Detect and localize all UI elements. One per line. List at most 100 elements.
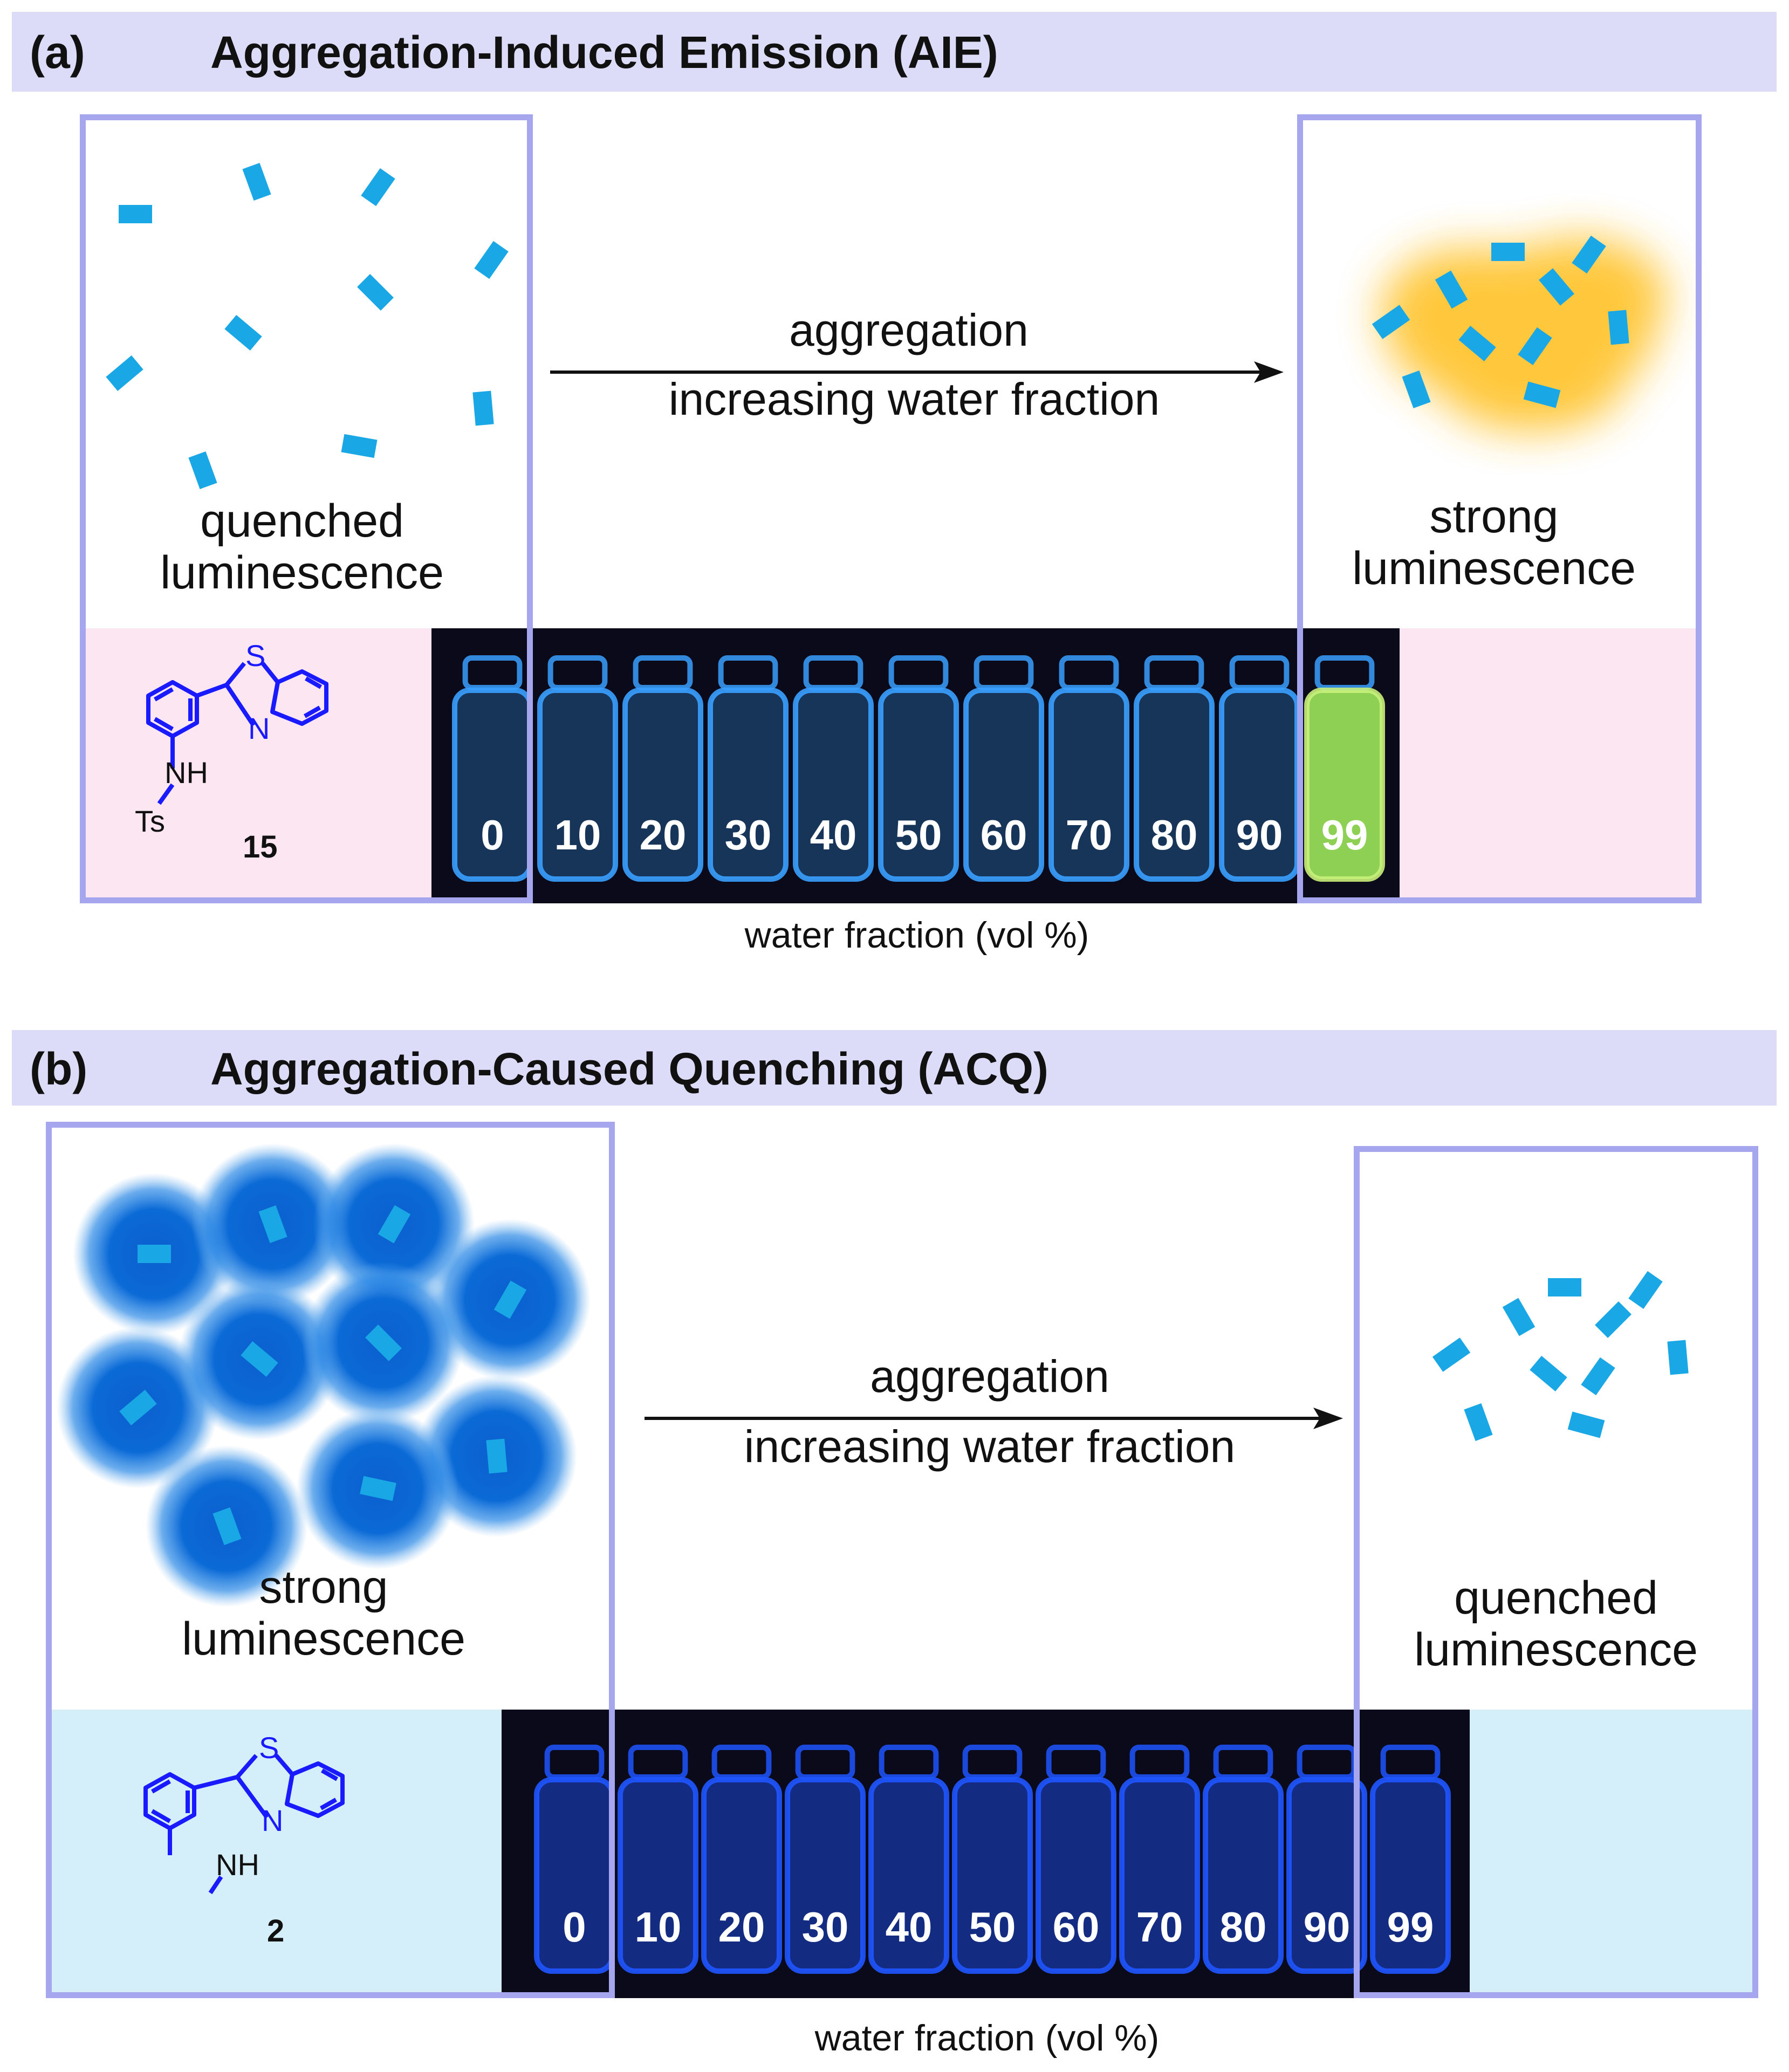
vial-body <box>1203 1777 1284 1974</box>
vial-body <box>618 1777 698 1974</box>
vial-label: 90 <box>1236 811 1283 859</box>
vial-body <box>622 688 703 882</box>
vial: 50 <box>952 1745 1033 1974</box>
compound-2-nh: NH <box>216 1848 259 1882</box>
particle <box>1595 1301 1632 1338</box>
particle <box>1432 1337 1471 1372</box>
panel-b-arrow <box>645 1408 1343 1429</box>
vial-label: 30 <box>802 1903 849 1951</box>
panel-a-axis-caption: water fraction (vol %) <box>744 915 1089 956</box>
panel-a-aggregated-particles <box>1372 235 1667 431</box>
panel-b-arrow-top-label: aggregation <box>870 1351 1109 1402</box>
vial-body <box>1119 1777 1200 1974</box>
vial: 10 <box>618 1745 698 1974</box>
vial: 70 <box>1048 655 1129 882</box>
vial-label: 0 <box>481 811 504 859</box>
vial-label: 10 <box>554 811 601 859</box>
particle <box>1572 235 1606 274</box>
particle <box>1548 1278 1581 1296</box>
vial-body <box>952 1777 1033 1974</box>
compound-15-nh: NH <box>164 756 208 790</box>
vial-label: 40 <box>810 811 857 859</box>
particle <box>1435 270 1468 309</box>
particle <box>365 1325 402 1361</box>
particle <box>1523 381 1561 408</box>
vial: 99 <box>1370 1745 1451 1974</box>
particle <box>1539 268 1574 306</box>
panel-a-left-caption: quenched luminescence <box>160 495 444 599</box>
vial: 70 <box>1119 1745 1200 1974</box>
vial-emitting <box>1304 688 1385 882</box>
panel-b-initial-state-box <box>46 1122 615 1998</box>
vial: 40 <box>793 655 874 882</box>
particle <box>1608 310 1629 345</box>
vial-label: 60 <box>981 811 1027 859</box>
particle <box>486 1438 508 1474</box>
compound-2-structure: S N NH 2 <box>143 1734 345 1948</box>
vial-label: 60 <box>1053 1903 1100 1951</box>
vial: 90 <box>1219 655 1300 882</box>
particle <box>138 1245 171 1263</box>
vial-label: 30 <box>725 811 772 859</box>
particle <box>241 1341 278 1377</box>
vial: 20 <box>701 1745 782 1974</box>
vial-label: 70 <box>1136 1903 1183 1951</box>
photo-background <box>502 1710 1470 1998</box>
vial: 90 <box>1286 1745 1367 1974</box>
vial-label: 10 <box>635 1903 682 1951</box>
particle <box>1458 326 1496 361</box>
vial-body <box>701 1777 782 1974</box>
vial-label: 80 <box>1220 1903 1267 1951</box>
vial-label: 50 <box>895 811 942 859</box>
panel-a-header <box>12 12 1777 92</box>
vial-label: 70 <box>1066 811 1113 859</box>
vial-body <box>1048 688 1129 882</box>
vial-label: 99 <box>1321 811 1368 859</box>
particle <box>493 1280 527 1319</box>
particle <box>119 1390 157 1425</box>
vial-body <box>963 688 1044 882</box>
panel-a-final-state-box <box>1297 114 1702 903</box>
panel-b-arrow-bottom-label: increasing water fraction <box>744 1421 1236 1472</box>
vial-label: 90 <box>1304 1903 1351 1951</box>
panel-a-arrow-top-label: aggregation <box>789 305 1029 355</box>
particle <box>106 355 143 391</box>
vial-label: 20 <box>718 1903 765 1951</box>
compound-2-id: 2 <box>267 1913 284 1948</box>
vial: 30 <box>708 655 789 882</box>
panel-b-left-caption: strong luminescence <box>182 1561 465 1665</box>
panel-a-dispersed-particles <box>106 163 509 489</box>
particle <box>1530 1356 1567 1391</box>
particle <box>1402 371 1431 408</box>
panel-a-arrow <box>550 361 1284 383</box>
panel-b-dispersed-particles <box>1432 1271 1689 1441</box>
vial-body <box>1134 688 1215 882</box>
vial: 30 <box>785 1745 866 1974</box>
vial: 20 <box>622 655 703 882</box>
vial-label: 80 <box>1151 811 1198 859</box>
vial: 99 <box>1304 655 1385 882</box>
particle <box>1491 243 1525 261</box>
panel-a-right-caption: strong luminescence <box>1352 491 1636 595</box>
compound-15-id: 15 <box>243 829 278 865</box>
particle <box>360 1476 396 1501</box>
particle <box>1667 1340 1689 1375</box>
particle <box>242 163 271 201</box>
particle <box>341 434 378 458</box>
particle <box>1372 305 1410 339</box>
particle <box>1502 1298 1536 1336</box>
panel-a-title: Aggregation-Induced Emission (AIE) <box>210 27 998 78</box>
particle <box>188 451 217 489</box>
vial: 40 <box>868 1745 949 1974</box>
vial-body <box>708 688 789 882</box>
panel-b-aggregated-emitters <box>57 1143 591 1607</box>
vial-label: 50 <box>969 1903 1016 1951</box>
panel-a-arrow-bottom-label: increasing water fraction <box>668 374 1160 424</box>
vial-label: 99 <box>1387 1903 1434 1951</box>
particle <box>472 390 494 426</box>
particle <box>361 168 395 207</box>
vial-body <box>1036 1777 1116 1974</box>
particle <box>1567 1411 1605 1438</box>
vial: 50 <box>878 655 959 882</box>
particle <box>357 274 394 311</box>
